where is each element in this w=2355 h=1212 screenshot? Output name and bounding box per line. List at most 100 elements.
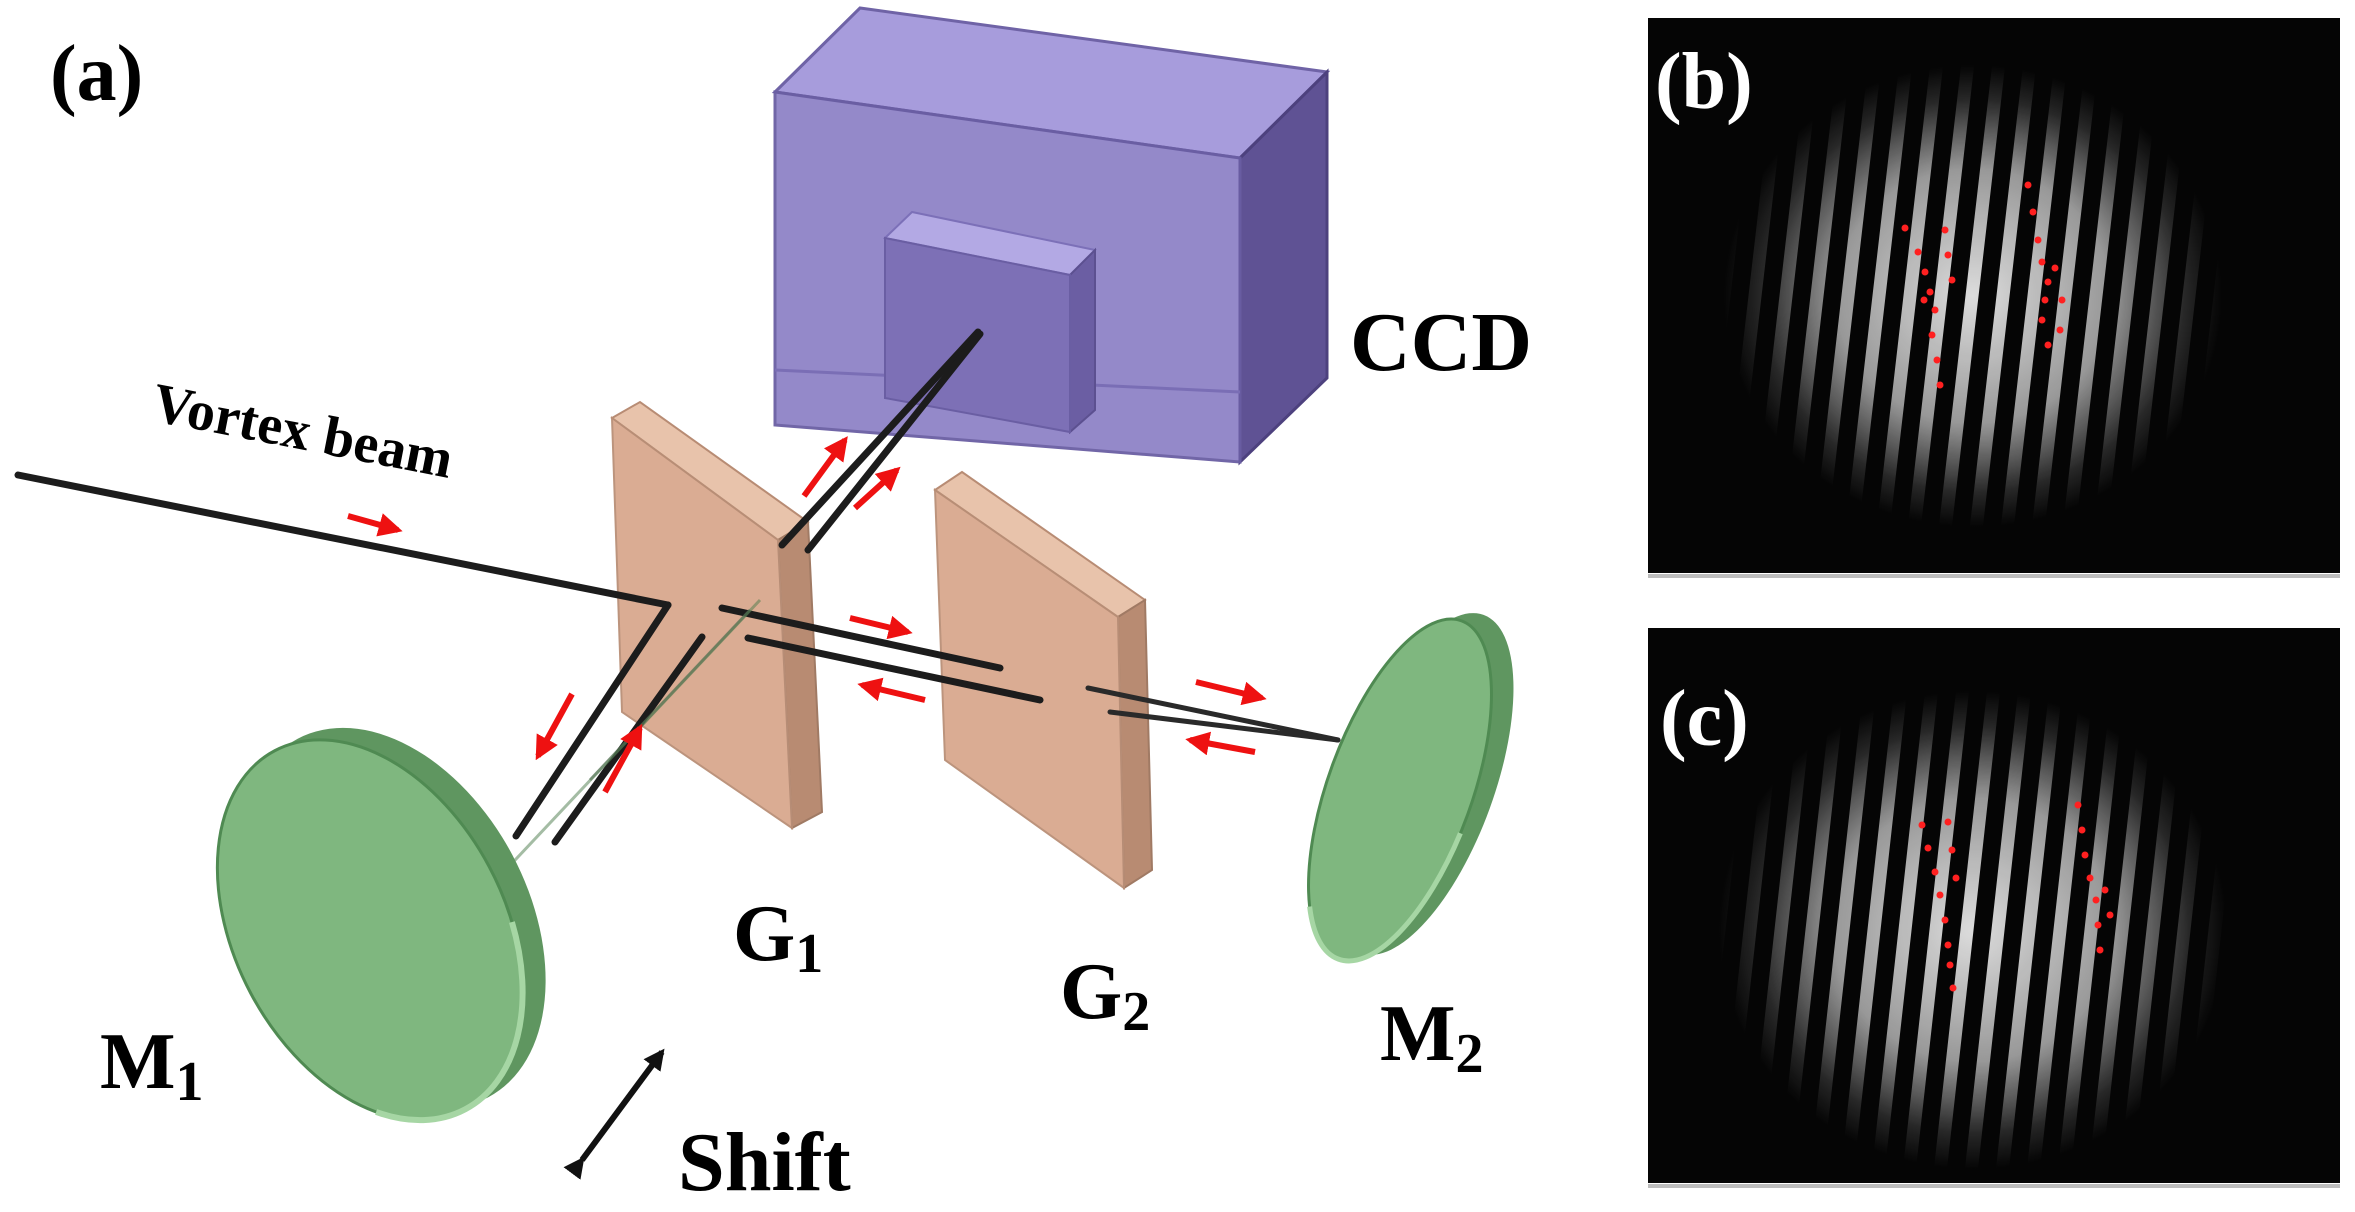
fringe-stripe: [2214, 29, 2288, 563]
fringe-stripe: [2183, 29, 2257, 563]
g1-subscript: 1: [795, 923, 823, 985]
m2-label: M2: [1380, 990, 1484, 1085]
fringe-stripe: [1806, 653, 1880, 1207]
singularity-marker: [1936, 891, 1944, 899]
singularity-marker: [1949, 984, 1957, 992]
singularity-marker: [1926, 288, 1934, 296]
vortex-beam-path: [14, 328, 1341, 947]
singularity-marker: [1921, 268, 1929, 276]
singularity-marker: [1933, 356, 1941, 364]
singularity-marker: [2034, 236, 2042, 244]
fringe-stripe: [2147, 653, 2221, 1207]
fringe-stripe: [2152, 29, 2226, 563]
fringe-stripe: [1899, 653, 1973, 1207]
fringe-stripe: [1992, 653, 2066, 1207]
m2-main: M: [1380, 990, 1456, 1078]
m1-main: M: [100, 1018, 176, 1106]
fringe-stripe: [1682, 653, 1756, 1207]
panel-label-b: (b): [1655, 38, 1753, 126]
singularity-marker: [1920, 296, 1928, 304]
fringe-stripe: [2085, 653, 2159, 1207]
singularity-marker: [2029, 208, 2037, 216]
fringe-stripe: [1868, 653, 1942, 1207]
singularity-marker: [2074, 801, 2082, 809]
fringe-stripe: [1713, 653, 1787, 1207]
singularity-marker: [1952, 874, 1960, 882]
fringe-stripe: [2121, 29, 2195, 563]
singularity-marker: [2096, 946, 2104, 954]
fringe-stripe: [1935, 29, 2009, 563]
singularity-marker: [1944, 251, 1952, 259]
g1-main: G: [733, 890, 795, 978]
singularity-marker: [2094, 921, 2102, 929]
fringe-stripe: [1873, 29, 1947, 563]
phase-singularity-markers: [1901, 181, 2066, 389]
glass-plate-g2: [933, 470, 1154, 890]
shift-label: Shift: [678, 1116, 851, 1209]
fringe-panel-b: (b): [1648, 18, 2340, 578]
setup-panel-a: (a) CCD Vortex beam G1 G2 M1 M2 Shift: [14, 6, 1532, 1209]
g2-subscript: 2: [1122, 981, 1150, 1043]
red-arrow-icon: [857, 677, 926, 703]
fringe-stripe: [2023, 653, 2097, 1207]
beam-direction-arrows: [347, 436, 1267, 794]
red-arrow-icon: [602, 723, 643, 794]
fringe-stripe: [2059, 29, 2133, 563]
mirror-m1: [214, 727, 546, 1124]
singularity-marker: [2051, 264, 2059, 272]
singularity-marker: [1936, 381, 1944, 389]
fringe-stripe: [2054, 653, 2128, 1207]
fringe-stripe: [1837, 653, 1911, 1207]
singularity-marker: [1924, 844, 1932, 852]
singularity-marker: [2038, 258, 2046, 266]
singularity-marker: [1931, 868, 1939, 876]
m2-subscript: 2: [1456, 1023, 1484, 1085]
fringe-stripe: [1744, 653, 1818, 1207]
fringe-stripe: [2209, 653, 2283, 1207]
interference-fringes: [1656, 29, 2288, 563]
glass-plate-g1: [610, 400, 824, 830]
singularity-marker: [1944, 818, 1952, 826]
red-arrow-icon: [801, 436, 848, 498]
fringe-stripe: [1811, 29, 1885, 563]
fringe-stripe: [2178, 653, 2252, 1207]
interference-fringes: [1651, 653, 2283, 1207]
singularity-marker: [2056, 326, 2064, 334]
fringe-stripe: [1997, 29, 2071, 563]
fringe-stripe: [1687, 29, 1761, 563]
singularity-marker: [2081, 851, 2089, 859]
fringe-stripe: [2028, 29, 2102, 563]
singularity-marker: [1941, 916, 1949, 924]
singularity-marker: [1948, 276, 1956, 284]
fringe-stripe: [1718, 29, 1792, 563]
fringe-stripe: [2090, 29, 2164, 563]
fringe-stripe: [1961, 653, 2035, 1207]
singularity-marker: [2092, 896, 2100, 904]
fringe-stripe: [1749, 29, 1823, 563]
singularity-marker: [2101, 886, 2109, 894]
g1-label: G1: [733, 890, 823, 985]
singularity-marker: [1901, 224, 1909, 232]
red-arrow-icon: [1195, 679, 1267, 706]
singularity-marker: [2024, 181, 2032, 189]
m1-subscript: 1: [176, 1051, 204, 1113]
ccd-camera: [771, 6, 1331, 466]
fringe-stripe: [1966, 29, 2040, 563]
fringe-stripe: [1930, 653, 2004, 1207]
singularity-marker: [1928, 331, 1936, 339]
fringe-stripe: [1656, 29, 1730, 563]
red-arrow-icon: [1185, 731, 1256, 756]
m1-label: M1: [100, 1018, 204, 1113]
fringe-stripe: [1842, 29, 1916, 563]
mirror-m2: [1306, 613, 1514, 964]
singularity-marker: [2041, 296, 2049, 304]
singularity-marker: [1931, 306, 1939, 314]
singularity-marker: [1918, 821, 1926, 829]
g2-main: G: [1060, 948, 1122, 1036]
ccd-label: CCD: [1350, 296, 1532, 389]
phase-singularity-markers: [1918, 801, 2114, 992]
singularity-marker: [1948, 846, 1956, 854]
singularity-marker: [2044, 278, 2052, 286]
panel-label-c: (c): [1660, 675, 1749, 763]
